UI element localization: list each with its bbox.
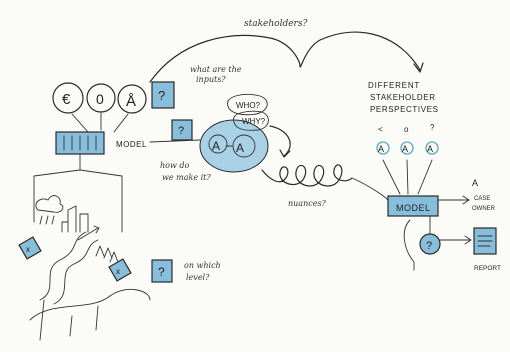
zero-input-circle bbox=[86, 83, 116, 113]
branch-left bbox=[33, 153, 81, 223]
person-head-1 bbox=[208, 134, 228, 154]
inputs-label-line2: inputs? bbox=[196, 75, 226, 84]
model-box-dividers bbox=[63, 135, 97, 151]
model-box-right bbox=[387, 195, 439, 217]
report-lines bbox=[477, 235, 493, 247]
zero-symbol: 0 bbox=[96, 91, 104, 107]
perspectives-line3: PERSPECTIVES bbox=[370, 105, 439, 114]
marker-x-left-label: x bbox=[26, 245, 30, 254]
wind-arrow bbox=[77, 227, 99, 241]
landscape-ground bbox=[29, 288, 151, 321]
landscape-fields bbox=[39, 299, 99, 341]
perspective-symbol-1: < bbox=[378, 125, 383, 134]
perspective-person-3: A bbox=[427, 144, 433, 154]
stakeholders-label: stakeholders? bbox=[244, 19, 307, 29]
marker-x-left bbox=[18, 236, 42, 260]
wind-arrowhead bbox=[93, 225, 100, 234]
report-question-circle bbox=[419, 233, 441, 255]
rain-drops bbox=[39, 215, 55, 225]
model-label-right: MODEL bbox=[396, 203, 431, 213]
road-edge-2 bbox=[53, 239, 99, 305]
arrow-model-to-group bbox=[149, 139, 201, 143]
loop-to-question bbox=[403, 219, 415, 271]
nuances-squiggle bbox=[261, 164, 353, 187]
perspectives-line1: DIFFERENT bbox=[368, 81, 420, 90]
branch-right bbox=[79, 169, 123, 233]
why-label: WHY? bbox=[242, 117, 266, 126]
arrow-report-head bbox=[464, 235, 472, 245]
perspectives-line2: STAKEHOLDER bbox=[370, 93, 436, 102]
perspective-head-3 bbox=[425, 141, 439, 155]
owner-label-line2: OWNER bbox=[472, 206, 496, 212]
level-label-line1: on which bbox=[184, 261, 221, 270]
arrows-perspectives-to-model bbox=[382, 159, 433, 195]
marker-x-right bbox=[108, 258, 132, 282]
report-label: REPORT bbox=[474, 265, 501, 272]
city-buildings bbox=[61, 205, 89, 233]
person-a-2: A bbox=[236, 141, 244, 155]
perspective-symbol-3: ? bbox=[430, 123, 435, 132]
stakeholder-group-blob bbox=[199, 119, 269, 173]
inputs-question-box bbox=[151, 81, 175, 109]
inputs-label-line1: what are the bbox=[190, 65, 242, 74]
report-question-mark: ? bbox=[426, 240, 432, 252]
rain-cloud bbox=[35, 195, 64, 213]
trees bbox=[95, 245, 119, 263]
person-input-circle bbox=[117, 84, 147, 114]
perspective-head-2 bbox=[400, 141, 414, 155]
how-question-mark: ? bbox=[178, 125, 184, 137]
stakeholders-arc-arrowhead bbox=[413, 62, 424, 73]
person-head-2 bbox=[232, 134, 256, 158]
feedback-arrow bbox=[269, 125, 291, 157]
perspective-person-1: A bbox=[378, 144, 384, 154]
owner-label-line1: CASE bbox=[474, 196, 490, 202]
how-label-line1: how do bbox=[160, 161, 189, 170]
nuances-label: nuances? bbox=[288, 199, 327, 208]
perspective-person-2: A bbox=[402, 144, 408, 154]
level-label-line2: level? bbox=[186, 273, 210, 282]
person-a-1: A bbox=[212, 139, 220, 153]
model-label-left: MODEL bbox=[116, 140, 147, 149]
how-label-line2: we make it? bbox=[162, 173, 211, 182]
why-bubble bbox=[233, 110, 269, 131]
perspective-symbol-2: o bbox=[404, 125, 409, 134]
arrow-owner-head bbox=[462, 195, 470, 205]
owner-person: A bbox=[472, 178, 478, 188]
road-edge-1 bbox=[39, 231, 87, 301]
arrow-euro-to-model bbox=[71, 113, 89, 133]
level-question-mark: ? bbox=[158, 265, 165, 279]
perspective-head-1 bbox=[376, 141, 390, 155]
euro-input-circle bbox=[52, 82, 84, 114]
level-question-box bbox=[151, 259, 173, 283]
arrow-person-to-model bbox=[113, 113, 129, 133]
euro-symbol: € bbox=[62, 91, 71, 108]
stakeholders-arc bbox=[149, 31, 421, 83]
arrow-nuances-to-model bbox=[351, 177, 389, 201]
who-label: WHO? bbox=[236, 101, 261, 110]
marker-x-right-label: x bbox=[116, 267, 120, 276]
feedback-arrowhead bbox=[279, 149, 291, 158]
person-symbol: Å bbox=[126, 93, 136, 110]
how-question-box bbox=[171, 119, 193, 141]
inputs-question-mark: ? bbox=[158, 88, 165, 103]
